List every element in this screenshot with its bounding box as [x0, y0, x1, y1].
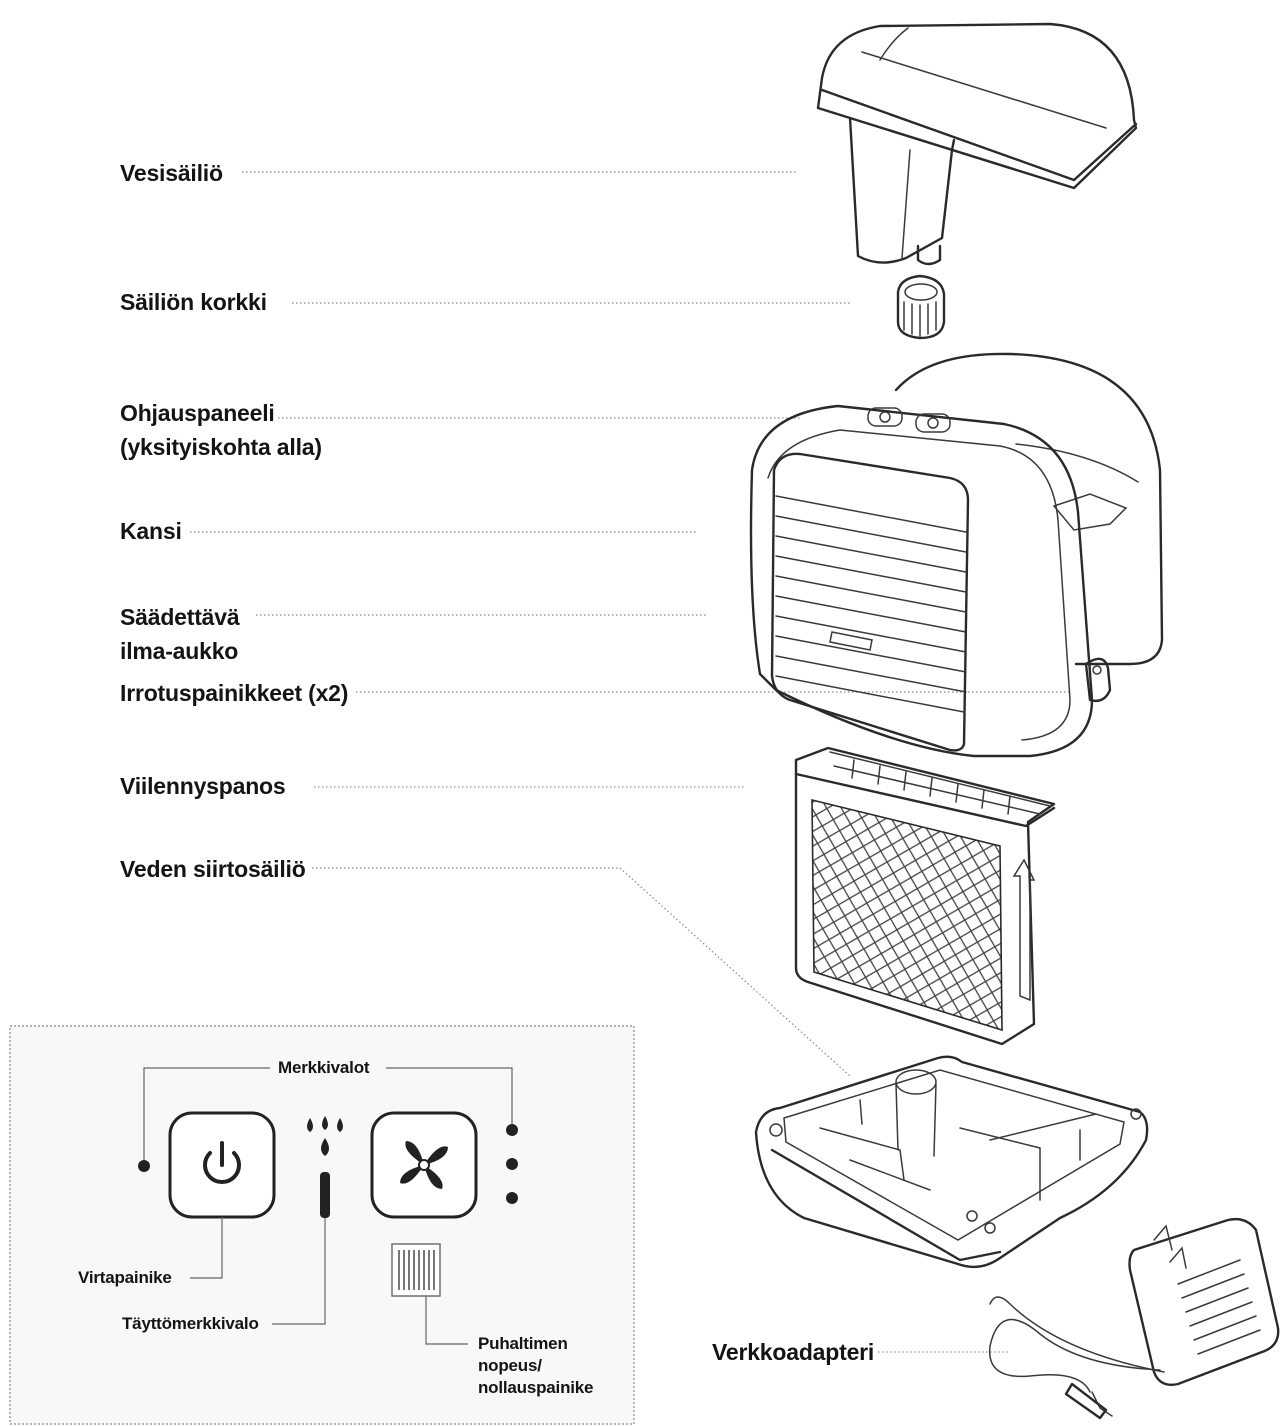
label-fan-speed-line1: Puhaltimen — [478, 1334, 568, 1353]
filter-icon — [398, 1250, 435, 1290]
label-water-tank: Vesisäiliö — [120, 160, 223, 186]
label-fan-speed-line2: nopeus/ — [478, 1356, 542, 1375]
label-release-buttons: Irrotuspainikkeet (x2) — [120, 680, 349, 706]
label-indicator-lights: Merkkivalot — [278, 1058, 370, 1077]
label-control-panel: Ohjauspaneeli (yksityiskohta alla) — [120, 396, 322, 464]
label-fan-speed-button: Puhaltimen nopeus/ nollauspainike — [478, 1333, 593, 1399]
tank-cap-illustration — [896, 274, 946, 340]
cooler-body-illustration — [749, 352, 1164, 758]
label-control-panel-line2: (yksityiskohta alla) — [120, 434, 322, 460]
leader-lines — [190, 171, 1072, 1353]
label-lid: Kansi — [120, 518, 182, 544]
label-adjustable-vent: Säädettävä ilma-aukko — [120, 600, 240, 668]
power-icon[interactable] — [192, 1135, 252, 1195]
fan-icon[interactable] — [392, 1133, 456, 1197]
base-tray-illustration — [754, 1055, 1149, 1269]
label-water-transfer-tank: Veden siirtosäiliö — [120, 856, 306, 882]
label-power-button: Virtapainike — [78, 1268, 172, 1287]
label-adjustable-vent-line2: ilma-aukko — [120, 638, 239, 664]
label-refill-indicator: Täyttömerkkivalo — [122, 1314, 259, 1333]
label-adjustable-vent-line1: Säädettävä — [120, 604, 240, 630]
label-fan-speed-line3: nollauspainike — [478, 1378, 594, 1397]
control-panel-detail — [9, 1025, 635, 1425]
water-tank-illustration — [816, 22, 1138, 266]
label-control-panel-line1: Ohjauspaneeli — [120, 400, 275, 426]
power-adapter-illustration — [988, 1217, 1280, 1420]
water-drops-icon — [307, 1116, 343, 1156]
cooling-cartridge-illustration — [794, 746, 1056, 1046]
label-cooling-cartridge: Viilennyspanos — [120, 773, 286, 799]
label-power-adapter: Verkkoadapteri — [712, 1339, 875, 1365]
label-tank-cap: Säiliön korkki — [120, 289, 267, 315]
